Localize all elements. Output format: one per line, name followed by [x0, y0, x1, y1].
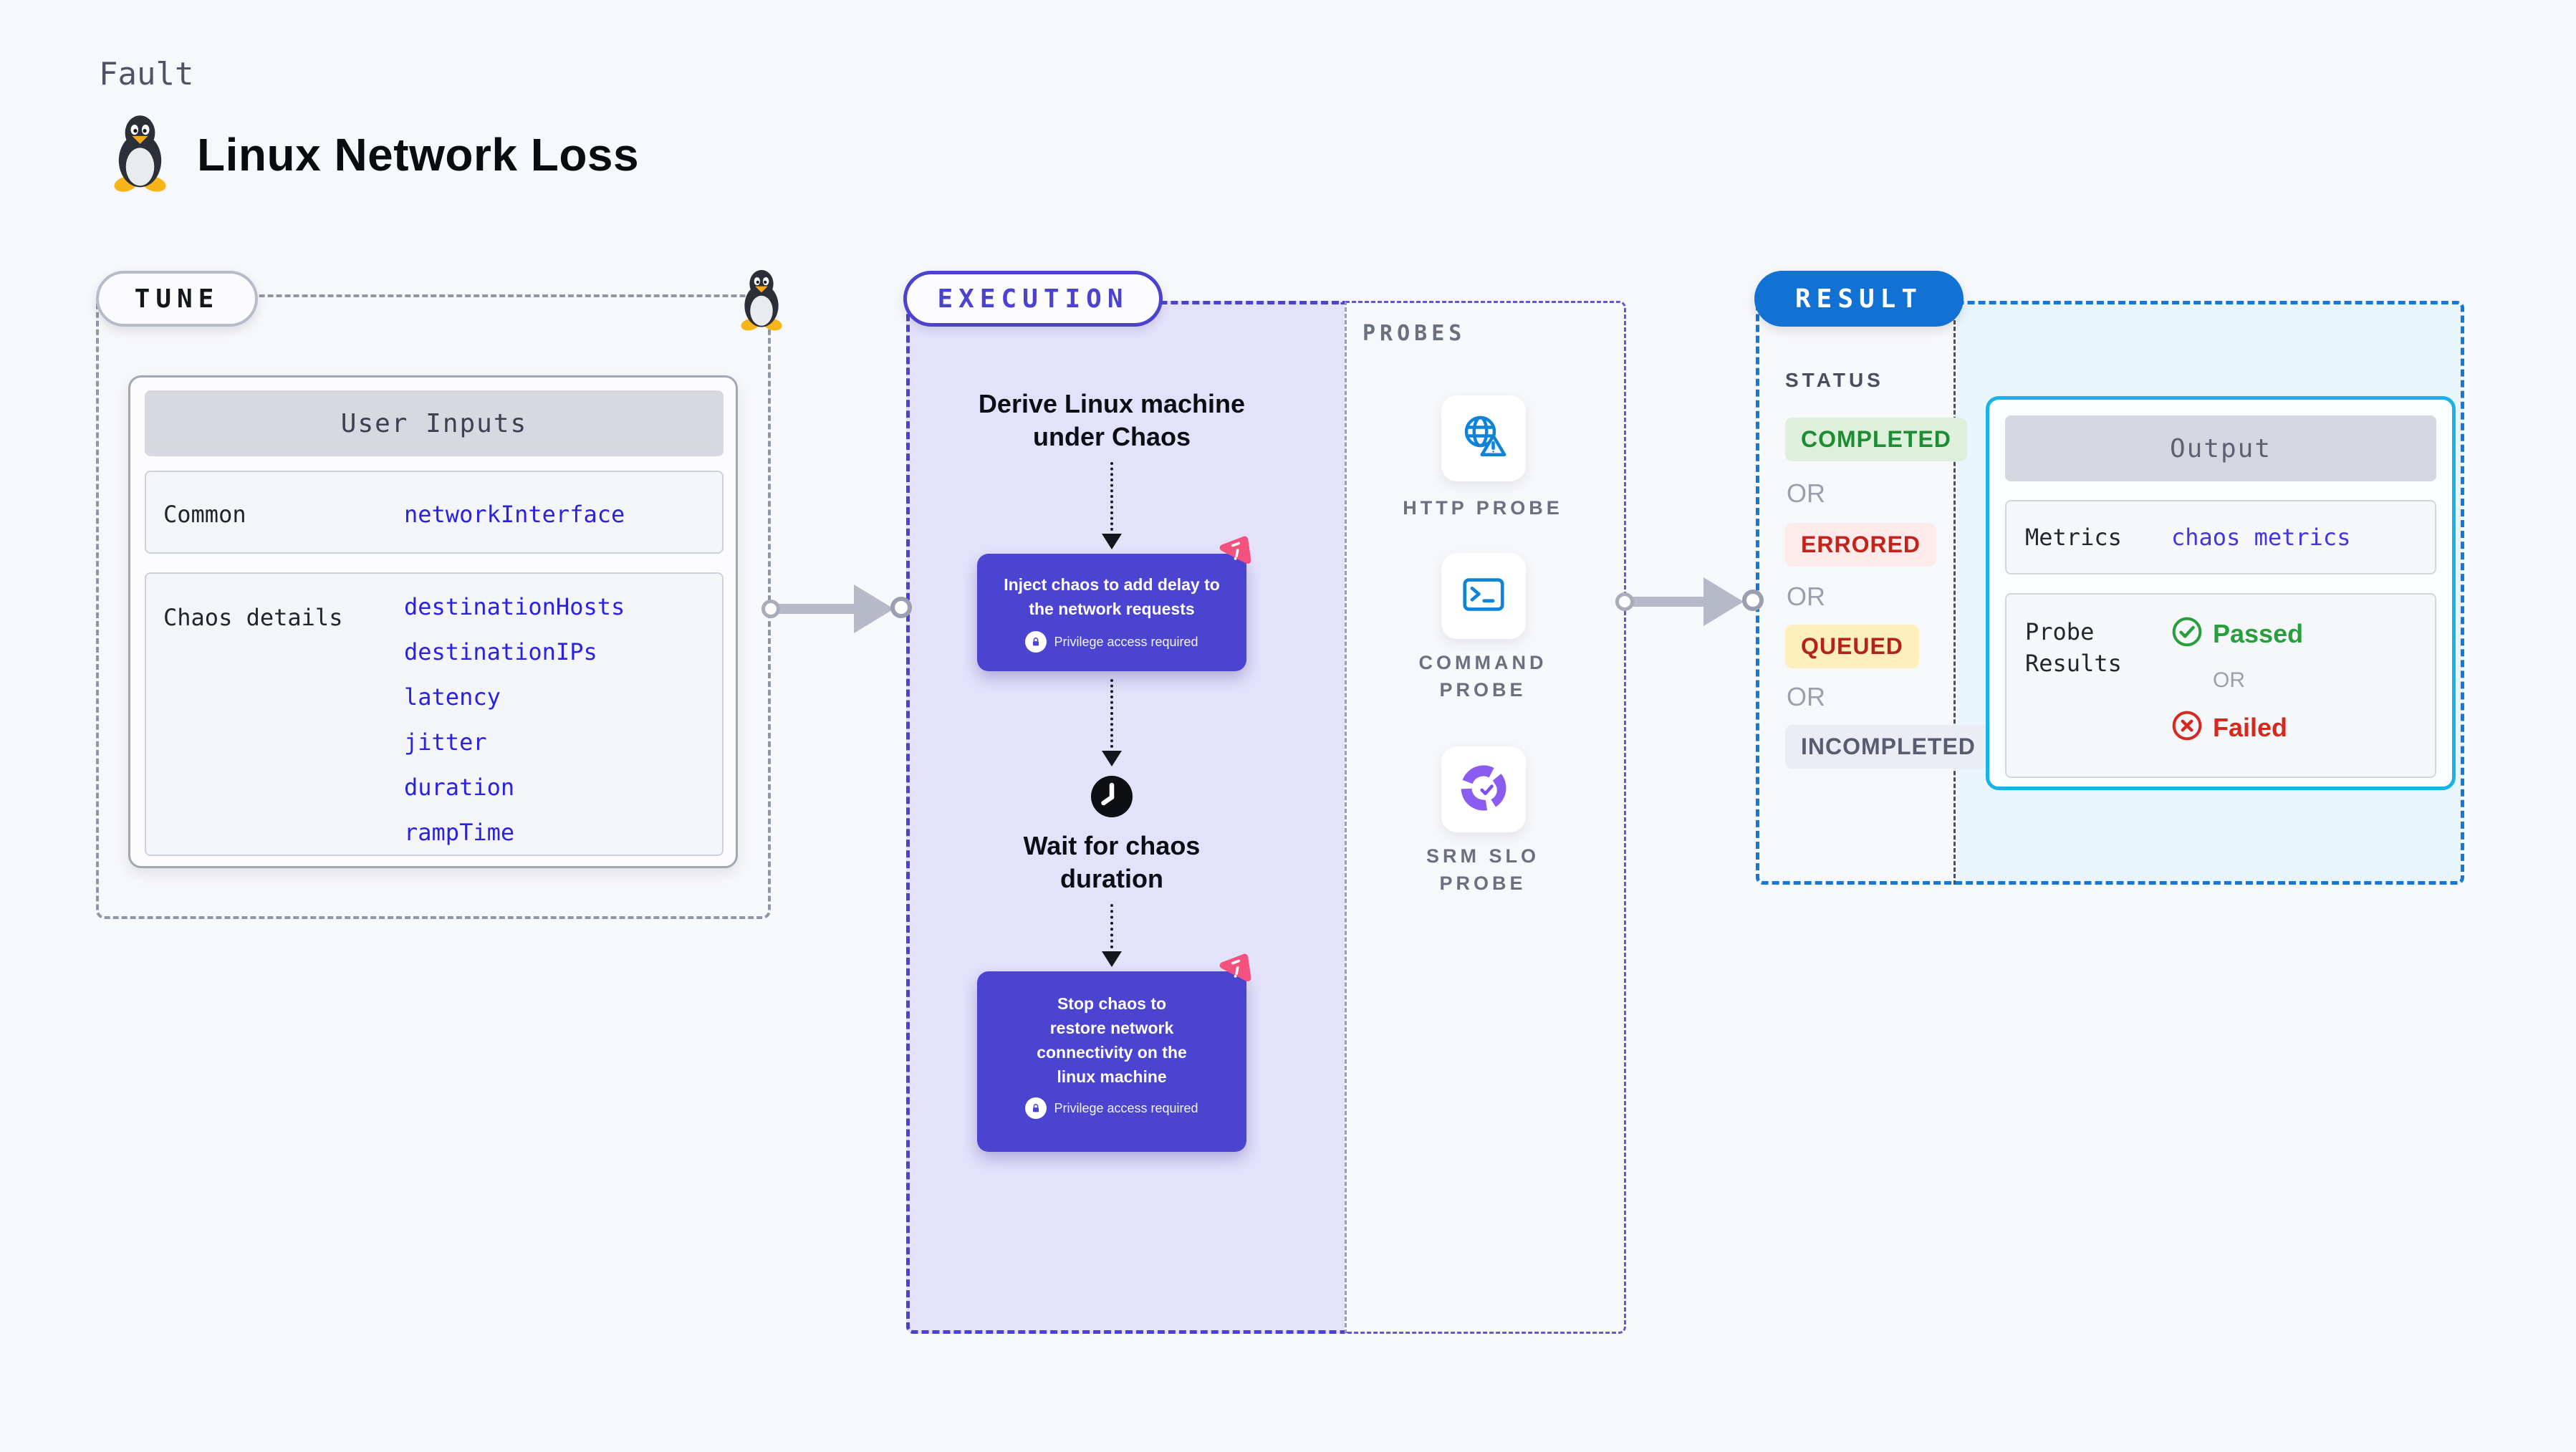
- globe-alert-icon: [1458, 411, 1509, 466]
- arrow-down-icon: [1102, 951, 1122, 967]
- user-inputs-header: User Inputs: [145, 390, 724, 456]
- probe-or: OR: [2213, 668, 2245, 692]
- page-title: Linux Network Loss: [197, 128, 640, 181]
- connector-port-icon: [1615, 592, 1634, 611]
- inject-text: Inject chaos to add delay to the network…: [1004, 575, 1220, 618]
- connector-port-icon: [761, 600, 780, 618]
- tux-penguin-icon: [106, 113, 174, 196]
- status-or: OR: [1787, 582, 1825, 611]
- status-or: OR: [1787, 479, 1825, 508]
- command-probe-card: [1441, 553, 1526, 639]
- status-badge-errored: ERRORED: [1785, 523, 1937, 567]
- passed-label: Passed: [2213, 618, 2304, 648]
- probe-results-values: Passed OR Failed: [2171, 595, 2303, 745]
- status-output-divider: [1953, 301, 1956, 885]
- fault-eyebrow: Fault: [99, 56, 194, 92]
- srm-slo-probe-label: SRM SLO PROBE: [1426, 845, 1539, 894]
- arrow-right-icon: [1703, 577, 1744, 626]
- privilege-note: Privilege access required: [1025, 1097, 1198, 1119]
- chaos-logo-icon: [1216, 536, 1252, 570]
- tune-badge: TUNE: [96, 271, 258, 327]
- step-derive-machine: Derive Linux machine under Chaos: [978, 389, 1246, 451]
- probe-results-label: Probe Results: [2025, 618, 2122, 677]
- stop-text: Stop chaos to restore network connectivi…: [1037, 994, 1187, 1086]
- flow-connector: [1110, 904, 1113, 948]
- row-values: destinationHosts destinationIPs latency …: [404, 585, 625, 855]
- chaos-detail-value: destinationHosts: [404, 593, 625, 620]
- arrow-down-icon: [1102, 534, 1122, 549]
- status-or: OR: [1787, 682, 1825, 711]
- metrics-row: Metrics chaos metrics: [2005, 500, 2436, 574]
- flow-connector: [1110, 679, 1113, 748]
- step-inject-chaos: Inject chaos to add delay to the network…: [977, 554, 1246, 671]
- status-badge-completed: COMPLETED: [1785, 418, 1967, 461]
- passed-line: Passed: [2171, 616, 2303, 651]
- metrics-value: chaos metrics: [2171, 524, 2351, 551]
- arrow-line: [1625, 597, 1705, 607]
- privilege-note-text: Privilege access required: [1054, 1100, 1198, 1115]
- row-label: Common: [163, 501, 246, 528]
- step-wait-duration: Wait for chaos duration: [1023, 831, 1201, 893]
- status-label: STATUS: [1785, 369, 1884, 391]
- execution-section: [906, 301, 1345, 1334]
- status-badge-incompleted: INCOMPLETED: [1785, 725, 1991, 769]
- execution-badge: EXECUTION: [903, 271, 1163, 327]
- chaos-logo-icon: [1216, 953, 1252, 988]
- row-label: Chaos details: [163, 604, 343, 631]
- lock-icon: [1025, 1097, 1047, 1119]
- status-badge-queued: QUEUED: [1785, 625, 1919, 668]
- metrics-label: Metrics: [2025, 524, 2122, 551]
- chaos-detail-value: duration: [404, 774, 515, 801]
- privilege-note-text: Privilege access required: [1054, 634, 1198, 649]
- lock-icon: [1025, 631, 1047, 653]
- probe-results-row: Probe Results Passed OR: [2005, 593, 2436, 778]
- chaos-detail-value: rampTime: [404, 819, 515, 846]
- tux-penguin-icon-small: [736, 266, 787, 336]
- connector-ring-icon: [890, 597, 912, 618]
- failed-label: Failed: [2213, 712, 2288, 742]
- privilege-note: Privilege access required: [1025, 631, 1198, 653]
- srm-slo-probe-card: [1441, 746, 1526, 832]
- clock-icon: [1090, 775, 1133, 818]
- chaos-detail-value: latency: [404, 683, 501, 711]
- arrow-line: [771, 604, 855, 614]
- table-row-chaos-details: Chaos details destinationHosts destinati…: [145, 572, 724, 856]
- http-probe-card: [1441, 395, 1526, 481]
- table-row-common: Common networkInterface: [145, 471, 724, 554]
- terminal-icon: [1458, 569, 1509, 623]
- output-header: Output: [2005, 415, 2436, 481]
- arrow-down-icon: [1102, 751, 1122, 766]
- probes-section: [1345, 301, 1626, 1334]
- chaos-detail-value: jitter: [404, 729, 487, 756]
- arrow-right-icon: [854, 585, 894, 633]
- http-probe-label: HTTP PROBE: [1403, 497, 1563, 519]
- user-inputs-table: User Inputs Common networkInterface Chao…: [128, 375, 738, 868]
- x-circle-icon: [2171, 710, 2203, 745]
- row-value: networkInterface: [404, 501, 625, 528]
- connector-ring-icon: [1742, 590, 1764, 611]
- probes-label: PROBES: [1363, 321, 1466, 346]
- result-badge: RESULT: [1754, 271, 1964, 327]
- check-circle-icon: [2171, 616, 2203, 651]
- output-card: Output Metrics chaos metrics Probe Resul…: [1986, 396, 2456, 790]
- flow-connector: [1110, 462, 1113, 531]
- command-probe-label: COMMAND PROBE: [1418, 652, 1547, 701]
- failed-line: Failed: [2171, 710, 2303, 745]
- page-header: Linux Network Loss: [106, 113, 639, 196]
- chaos-detail-value: destinationIPs: [404, 638, 597, 665]
- step-stop-chaos: Stop chaos to restore network connectivi…: [977, 971, 1246, 1152]
- slo-pie-icon: [1458, 762, 1509, 817]
